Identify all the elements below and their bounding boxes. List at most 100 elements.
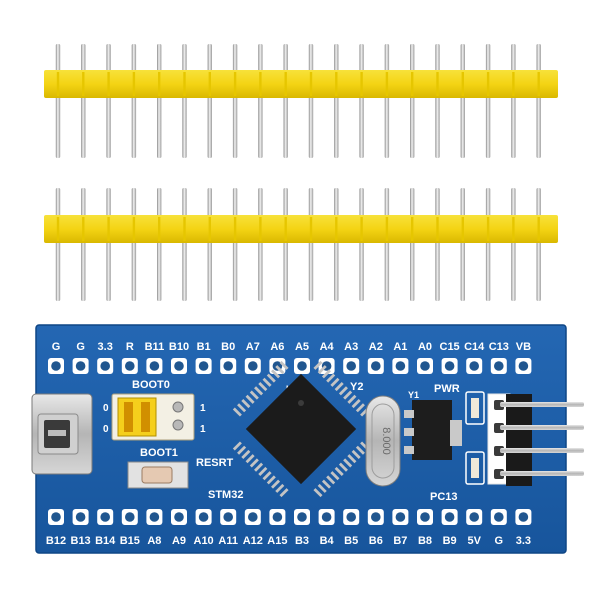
pin-label: B14 xyxy=(95,535,116,547)
header-plastic-1 xyxy=(44,70,558,98)
swd-pin xyxy=(500,425,584,430)
chip-pin xyxy=(338,462,348,472)
header-ridge xyxy=(259,72,262,96)
chip-pin xyxy=(326,373,336,383)
chip-pin xyxy=(355,403,365,413)
pin-hole xyxy=(469,361,480,371)
bottom-pad-row xyxy=(48,509,532,525)
boot-jumper-block xyxy=(111,393,195,441)
chip-pin xyxy=(279,488,289,498)
pin-label: VB xyxy=(516,341,531,353)
header-pin xyxy=(410,44,415,158)
pin-hole xyxy=(420,361,430,371)
header-pin xyxy=(157,188,162,301)
header-pin xyxy=(207,188,212,301)
header-ridge xyxy=(385,217,389,241)
chip-pin xyxy=(241,449,251,459)
pin-hole xyxy=(494,512,504,522)
header-ridge xyxy=(512,72,515,96)
header-ridge xyxy=(56,72,60,96)
pin-label: B0 xyxy=(221,341,235,353)
pin-hole xyxy=(518,512,529,522)
chip-pin xyxy=(338,386,348,396)
pin-label: C13 xyxy=(489,341,509,353)
header-ridge xyxy=(486,217,490,241)
header-pin xyxy=(359,44,364,158)
pin-label: C14 xyxy=(464,341,485,353)
chip-pin xyxy=(266,475,276,485)
header-pin xyxy=(81,188,86,301)
header-pin xyxy=(157,44,162,158)
pin-hole xyxy=(444,512,455,522)
chip-pin xyxy=(343,458,353,468)
pin-label: A5 xyxy=(295,341,309,353)
chip-pin xyxy=(313,488,323,498)
pin-label: A12 xyxy=(243,535,263,547)
y1-label: Y1 xyxy=(408,390,419,400)
header-pin xyxy=(283,188,288,301)
chip-pin xyxy=(249,390,259,400)
pin-hole xyxy=(248,361,258,371)
pc13-led xyxy=(465,451,485,485)
header-ridge xyxy=(183,72,186,96)
micro-usb-connector xyxy=(31,393,93,475)
pin-label: G xyxy=(52,341,61,353)
pin-hole xyxy=(174,512,184,522)
chip-pin xyxy=(330,377,340,387)
header-ridge xyxy=(436,72,439,96)
pin-label: A15 xyxy=(267,535,287,547)
stm32-label: STM32 xyxy=(208,489,243,501)
header-pin xyxy=(410,188,415,301)
pin-hole xyxy=(198,361,209,371)
header-pin xyxy=(460,188,465,301)
pin-label: A7 xyxy=(246,341,260,353)
swd-right-angle-header xyxy=(487,393,584,486)
pin-hole xyxy=(100,361,110,371)
pin-hole xyxy=(223,361,233,371)
chip-pin xyxy=(355,445,365,455)
pin-label: A8 xyxy=(147,535,161,547)
header-ridge xyxy=(82,217,85,241)
header-pin xyxy=(384,44,390,158)
pin-hole xyxy=(149,512,160,522)
header-pin xyxy=(334,44,339,158)
pin-label: B3 xyxy=(295,535,309,547)
pin-hole xyxy=(494,361,504,371)
pin-label: B12 xyxy=(46,535,66,547)
chip-pin xyxy=(313,360,323,370)
swd-pin xyxy=(500,471,584,476)
chip-pin xyxy=(254,462,264,472)
chip-pin xyxy=(334,466,344,476)
chip-pin xyxy=(326,475,336,485)
chip-pin xyxy=(245,394,255,404)
pin-label: B10 xyxy=(169,341,189,353)
header-pin xyxy=(536,44,541,158)
header-pin xyxy=(55,188,61,301)
pin-label: A4 xyxy=(320,341,335,353)
pwr-label: PWR xyxy=(434,383,460,395)
header-pin xyxy=(511,188,516,301)
crystal-frequency: 8.000 xyxy=(380,427,392,455)
header-pin xyxy=(131,188,137,301)
pin-hole xyxy=(395,512,406,522)
pin-hole xyxy=(420,512,430,522)
pin-hole xyxy=(297,361,307,371)
header-pin xyxy=(232,44,238,158)
pin-hole xyxy=(51,361,61,371)
pin-hole xyxy=(444,361,455,371)
pin-label: A0 xyxy=(418,341,432,353)
pin-label: A10 xyxy=(194,535,214,547)
chip-pin xyxy=(262,471,272,481)
resrt-label: RESRT xyxy=(196,457,234,469)
pin-label: C15 xyxy=(440,341,460,353)
pin-hole xyxy=(518,361,529,371)
chip-pin xyxy=(279,360,289,370)
pin-hole xyxy=(297,512,307,522)
pin-label: B8 xyxy=(418,535,432,547)
pin-hole xyxy=(100,512,110,522)
header-ridge xyxy=(107,217,110,241)
chip-pin xyxy=(317,483,327,493)
